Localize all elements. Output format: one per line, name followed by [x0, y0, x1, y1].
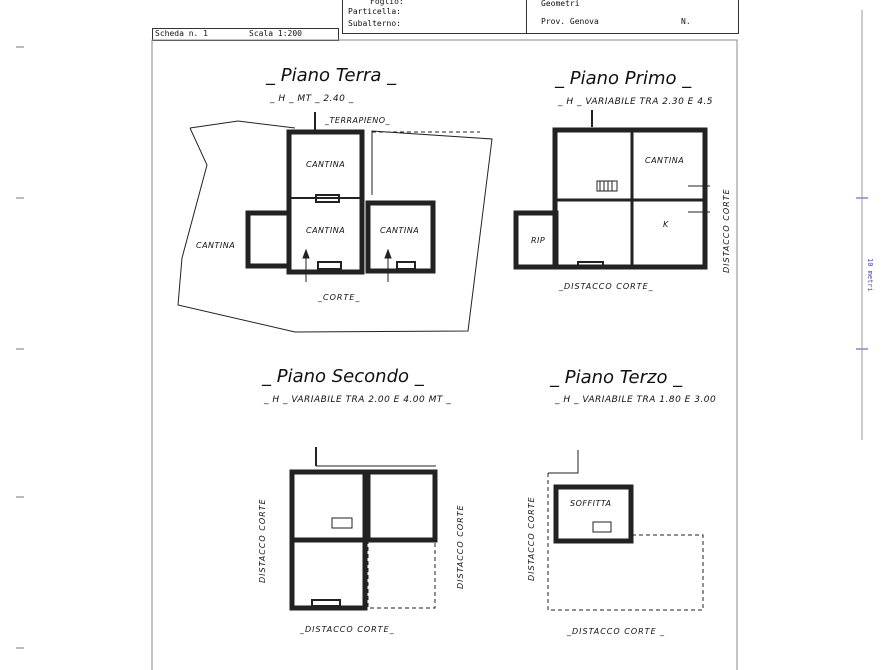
foglio-label: Foglio:	[370, 0, 404, 6]
room-label-cantina-2: CANTINA	[306, 226, 346, 235]
primo-distacco-label: _DISTACCO CORTE_	[559, 282, 654, 291]
room-label-k: K	[663, 220, 669, 229]
particella-label: Particella:	[348, 7, 401, 16]
primo-main-wall	[552, 127, 708, 270]
soffitta-wall	[553, 484, 634, 544]
piano-primo-title: _ Piano Primo _	[555, 68, 692, 89]
plan-piano-primo	[513, 110, 710, 270]
room-label-rip: RIP	[531, 236, 546, 245]
corte-label: _CORTE_	[318, 293, 361, 302]
plan-piano-secondo	[289, 447, 438, 611]
lot-outline	[177, 127, 493, 333]
piano-secondo-height: _ H _ VARIABILE TRA 2.00 E 4.00 MT _	[264, 395, 452, 405]
scheda-label: Scheda n. 1	[155, 29, 208, 38]
room-label-soffitta: SOFFITTA	[570, 499, 612, 508]
cantina-right-wall	[365, 200, 436, 274]
primo-side-distacco-label: DISTACCO CORTE	[722, 188, 731, 273]
room-label-cantina-3: CANTINA	[380, 226, 420, 235]
scala-label: Scala 1:200	[249, 29, 302, 38]
room-label-cantina-4: CANTINA	[196, 241, 236, 250]
piano-secondo-title: _ Piano Secondo _	[262, 366, 424, 387]
terzo-side-distacco-label: DISTACCO CORTE	[527, 496, 536, 581]
terzo-distacco-label: _DISTACCO CORTE _	[567, 627, 666, 636]
piano-primo-height: _ H _ VARIABILE TRA 2.30 E 4.5	[558, 97, 714, 107]
margin-ticks	[16, 46, 24, 649]
numero-label: N.	[681, 17, 691, 26]
terrapieno-label: _TERRAPIENO_	[325, 116, 391, 125]
room-label-cantina-primo: CANTINA	[645, 156, 685, 165]
geometri-label: Geometri	[541, 0, 580, 8]
piano-terra-title: _ Piano Terra _	[266, 65, 397, 86]
piano-terra-height: _ H _ MT _ 2.40 _	[270, 94, 354, 104]
scale-bar-label: 10 metri	[866, 258, 874, 292]
cantina-main-wall	[286, 129, 365, 275]
room-label-cantina-1: CANTINA	[306, 160, 346, 169]
primo-rip-wall	[513, 210, 559, 270]
title-block: Foglio: Particella: Subalterno: Geometri…	[342, 0, 739, 34]
secondo-room-3	[289, 537, 368, 611]
subalterno-label: Subalterno:	[348, 19, 401, 28]
plan-piano-terra	[177, 112, 493, 333]
secondo-side-right-label: DISTACCO CORTE	[456, 504, 465, 589]
piano-terzo-title: _ Piano Terzo _	[550, 367, 683, 388]
plan-piano-terzo	[547, 450, 704, 611]
secondo-room-2	[365, 469, 438, 543]
secondo-room-1	[289, 469, 368, 543]
title-block-divider	[526, 0, 527, 33]
drawing-frame	[151, 39, 738, 670]
cantina-left-wall	[245, 210, 292, 269]
provincia-label: Prov. Genova	[541, 17, 599, 26]
secondo-side-left-label: DISTACCO CORTE	[258, 498, 267, 583]
piano-terzo-height: _ H _ VARIABILE TRA 1.80 E 3.00	[555, 395, 717, 405]
secondo-distacco-label: _DISTACCO CORTE_	[300, 625, 395, 634]
